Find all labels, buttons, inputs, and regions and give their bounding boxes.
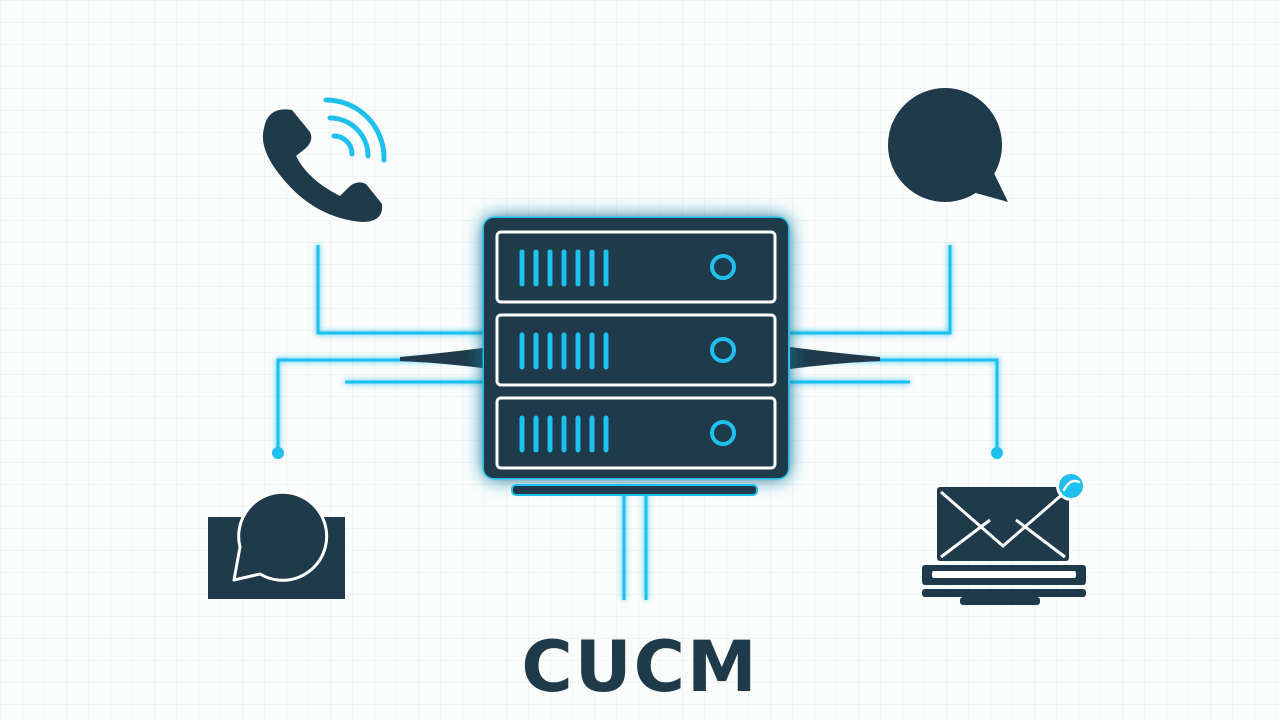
vent-slots-1 [519,249,609,287]
vent-slots-2 [519,332,609,370]
server-base-plate [511,484,758,496]
signal-waves-icon [323,97,387,163]
server-rack-icon [482,216,790,496]
endpoint-email [991,447,1003,459]
server-unit-2 [495,313,777,387]
connection-endpoints [272,447,1003,459]
connector-chat [790,245,952,335]
connector-messaging [276,358,490,452]
speech-bubble-icon [888,88,1008,202]
notification-badge-icon [1056,471,1086,501]
connector-email [790,358,999,452]
connector-voice [316,245,490,335]
power-indicator-1 [710,254,736,280]
phone-with-signal-icon [262,97,387,222]
connector-tapers [400,347,880,369]
endpoint-messaging [272,447,284,459]
envelope-on-device-icon [922,471,1086,605]
taper-left [400,347,490,369]
diagram-label: CUCM [521,626,759,708]
vent-slots-3 [519,415,609,453]
taper-right [790,347,880,369]
power-indicator-3 [710,420,736,446]
server-unit-3 [495,396,777,470]
server-unit-1 [495,230,777,304]
chat-message-window-icon [208,490,345,599]
power-indicator-2 [710,337,736,363]
